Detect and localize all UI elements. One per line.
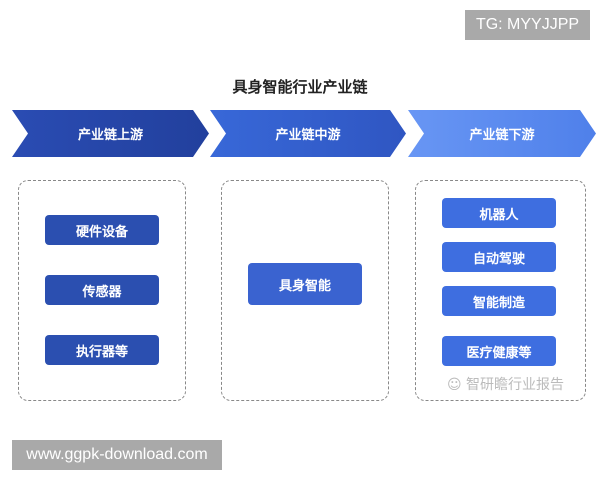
item-autonomous-driving: 自动驾驶 [442, 242, 556, 272]
stage-midstream-arrow: 产业链中游 [210, 110, 406, 157]
upstream-box [18, 180, 186, 401]
stage-downstream-arrow: 产业链下游 [408, 110, 596, 157]
stage-label: 产业链中游 [275, 128, 341, 143]
wechat-icon: ☺ [447, 377, 467, 393]
item-smart-manufacturing: 智能制造 [442, 286, 556, 316]
stage-label: 产业链下游 [469, 128, 535, 143]
item-sensor: 传感器 [45, 275, 159, 305]
midstream-box [221, 180, 389, 401]
item-actuator: 执行器等 [45, 335, 159, 365]
url-badge: www.ggpk-download.com [12, 440, 222, 470]
downstream-box [415, 180, 586, 401]
item-robot: 机器人 [442, 198, 556, 228]
watermark-text: 智研瞻行业报告 [466, 377, 565, 393]
watermark: ☺ 智研瞻行业报告 [447, 374, 564, 394]
stage-label: 产业链上游 [77, 128, 143, 143]
item-embodied-ai: 具身智能 [248, 263, 362, 305]
tg-badge: TG: MYYJJPP [465, 10, 590, 40]
page-title: 具身智能行业产业链 [232, 78, 368, 96]
stage-upstream-arrow: 产业链上游 [12, 110, 209, 157]
item-healthcare: 医疗健康等 [442, 336, 556, 366]
item-hardware: 硬件设备 [45, 215, 159, 245]
